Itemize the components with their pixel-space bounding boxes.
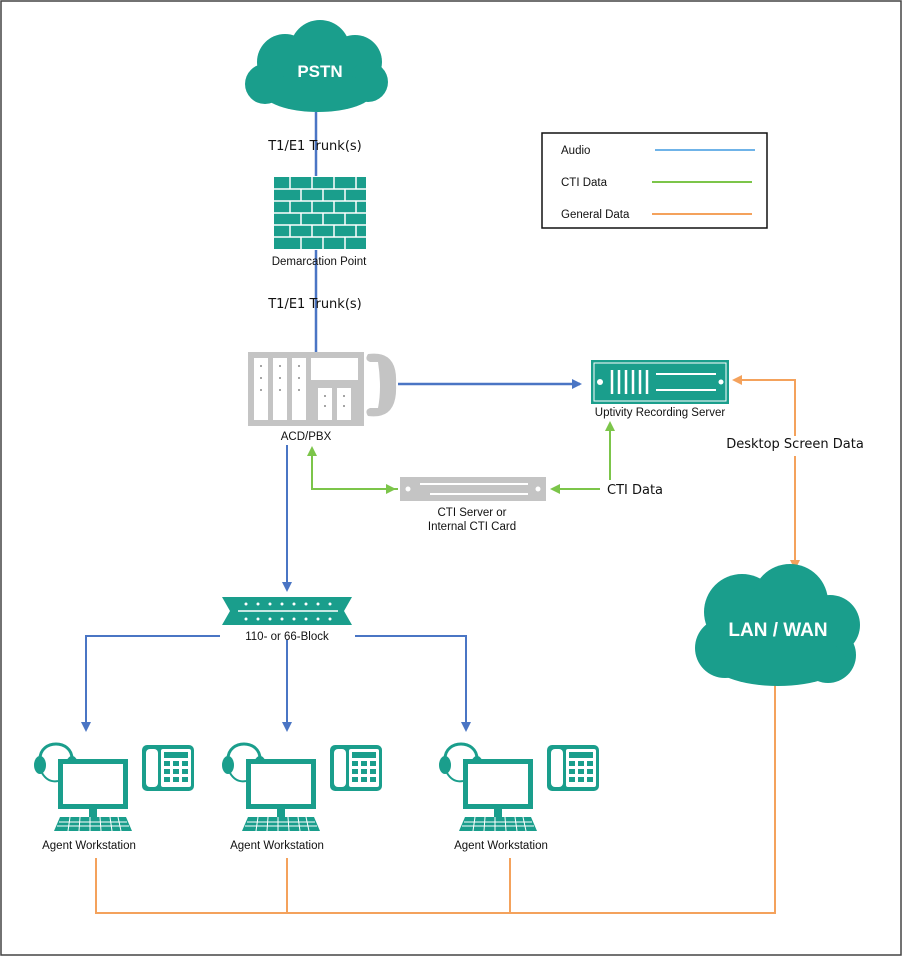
general-line-to-recorder: [732, 375, 796, 436]
demarc-label: Demarcation Point: [272, 256, 367, 268]
trunk-label-top: T1/E1 Trunk(s): [267, 139, 362, 154]
agent-workstation-3: Agent Workstation: [437, 742, 601, 852]
lan-wan-label: LAN / WAN: [728, 620, 827, 641]
legend: Audio CTI Data General Data: [541, 132, 768, 229]
cti-server-label-line2: Internal CTI Card: [428, 521, 516, 533]
punch-block-icon: [222, 597, 352, 625]
recording-server-label: Uptivity Recording Server: [595, 407, 726, 419]
firewall-icon: [274, 177, 366, 249]
legend-general-label: General Data: [561, 209, 630, 221]
pstn-cloud-icon: PSTN: [245, 20, 388, 112]
legend-audio-label: Audio: [561, 145, 590, 157]
acd-label: ACD/PBX: [281, 431, 332, 443]
pstn-label: PSTN: [297, 62, 342, 81]
workstation-label: Agent Workstation: [42, 840, 136, 852]
workstation-label: Agent Workstation: [230, 840, 324, 852]
general-line-bottom-bus: [95, 682, 776, 914]
pbx-icon: [248, 352, 397, 426]
legend-box: [541, 132, 768, 229]
server-icon: [591, 360, 729, 404]
lan-wan-cloud-icon: LAN / WAN: [695, 564, 860, 686]
audio-line-block-ws3: [355, 635, 471, 732]
cti-server-icon: [400, 477, 546, 501]
cti-server-label-line1: CTI Server or: [437, 507, 506, 519]
block-label: 110- or 66-Block: [245, 631, 329, 643]
cti-data-label: CTI Data: [607, 483, 663, 498]
workstation-label: Agent Workstation: [454, 840, 548, 852]
desktop-screen-data-label: Desktop Screen Data: [726, 437, 864, 452]
agent-workstation-1: Agent Workstation: [32, 742, 196, 852]
audio-line-block-ws1: [81, 635, 220, 732]
trunk-label-bottom: T1/E1 Trunk(s): [267, 297, 362, 312]
legend-cti-label: CTI Data: [561, 177, 608, 189]
agent-workstation-2: Agent Workstation: [220, 742, 384, 852]
